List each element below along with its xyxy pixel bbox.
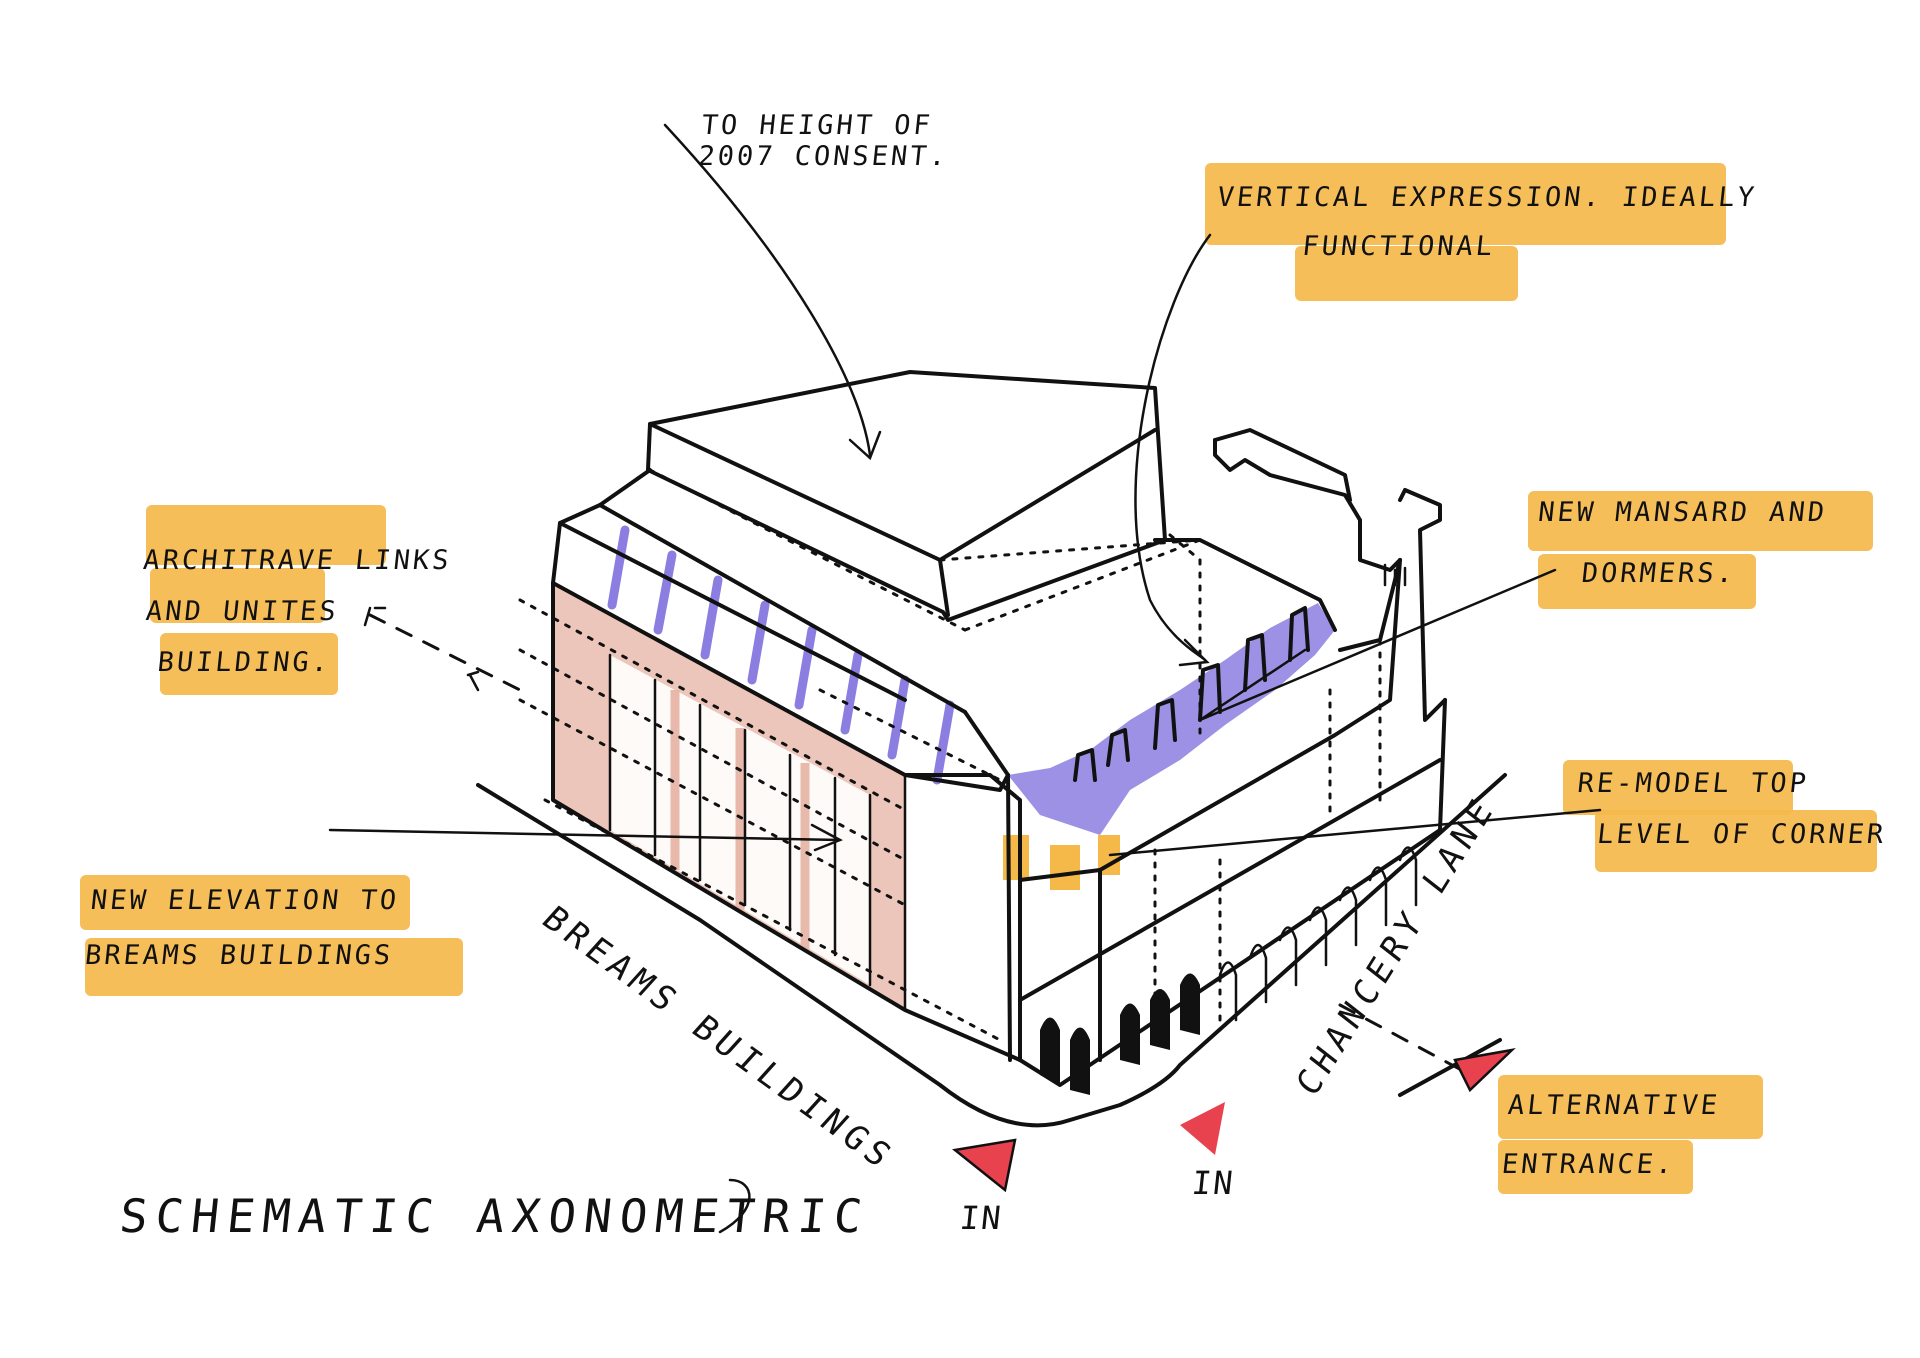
section-line [368, 613, 532, 697]
street-curbs [476, 773, 1507, 1128]
alternative-entrance-note: ALTERNATIVE ENTRANCE. [1500, 1090, 1722, 1181]
drawing-title: SCHEMATIC AXONOMETRIC [117, 1189, 873, 1243]
vertical-expression-note: VERTICAL EXPRESSION. IDEALLY FUNCTIONAL [1215, 182, 1759, 263]
height-note: TO HEIGHT OF 2007 CONSENT. [696, 110, 951, 173]
entrance-flag [1180, 1102, 1225, 1155]
entrance-flag [955, 1140, 1015, 1190]
entrance-flag [1455, 1050, 1512, 1090]
mansard-roof-left [607, 525, 955, 785]
leader-lines [328, 123, 1602, 857]
elevation-note: NEW ELEVATION TO BREAMS BUILDINGS [83, 885, 401, 972]
remodel-note: RE-MODEL TOP LEVEL OF CORNER [1576, 768, 1888, 851]
arches [1040, 973, 1200, 1095]
corner-window [1050, 845, 1080, 890]
entrance-label-left: IN [958, 1199, 1005, 1237]
architrave-note: ARCHITRAVE LINKS AND UNITES BUILDING. [141, 545, 454, 679]
mansard-note: NEW MANSARD AND DORMERS. [1536, 497, 1829, 590]
highlighter-marks [80, 163, 1877, 1194]
entrance-markers [955, 1050, 1512, 1190]
dotted-lines [518, 468, 1382, 1047]
entrance-label-right: IN [1190, 1164, 1237, 1202]
